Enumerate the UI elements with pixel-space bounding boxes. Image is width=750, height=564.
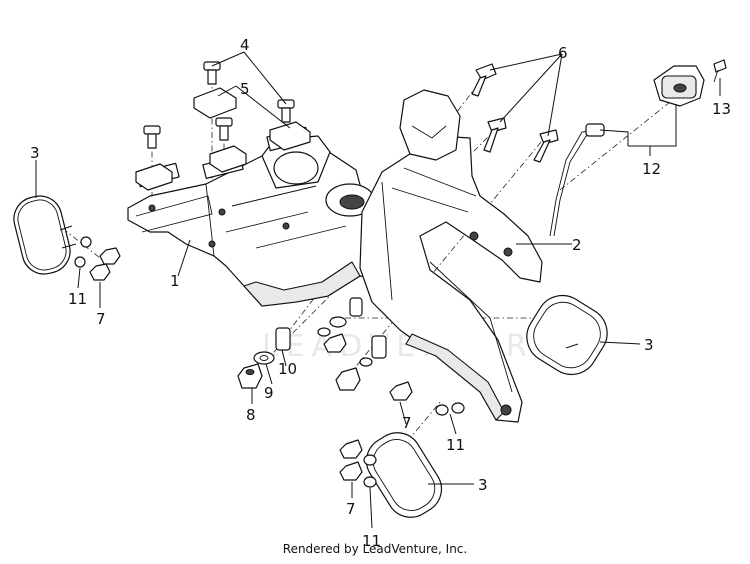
nuts-washers-spacers — [74, 236, 465, 488]
callout-8: 8 — [246, 406, 256, 424]
reflector-right — [526, 294, 608, 376]
callout-numbers: 1 2 3 3 3 4 5 6 7 7 7 8 9 10 11 11 11 12… — [30, 36, 731, 550]
callout-11-middle: 11 — [446, 436, 465, 454]
callout-4: 4 — [240, 36, 250, 54]
callout-1: 1 — [170, 272, 180, 290]
callout-11-left: 11 — [68, 290, 87, 308]
leader-lines — [35, 51, 721, 529]
tail-light-support-arm — [359, 89, 543, 423]
reflector-left — [13, 195, 77, 275]
callout-10: 10 — [278, 360, 297, 378]
callout-5: 5 — [240, 80, 250, 98]
callout-2: 2 — [572, 236, 582, 254]
callout-7-middle: 7 — [402, 414, 412, 432]
callout-3-left: 3 — [30, 144, 40, 162]
callout-7-left: 7 — [96, 310, 106, 328]
bolts — [471, 63, 559, 163]
tail-light-screw — [713, 59, 727, 83]
callout-7-bottom: 7 — [346, 500, 356, 518]
callout-12: 12 — [642, 160, 661, 178]
reflector-bottom — [365, 432, 443, 518]
callout-3-right: 3 — [644, 336, 654, 354]
callout-3-bottom: 3 — [478, 476, 488, 494]
callout-9: 9 — [264, 384, 274, 402]
screws-and-clip-nuts — [135, 61, 311, 191]
footer-credit: Rendered by LeadVenture, Inc. — [282, 542, 468, 556]
callout-13: 13 — [712, 100, 731, 118]
callout-6: 6 — [558, 44, 568, 62]
tail-light-assembly — [549, 65, 705, 237]
callout-11-bottom: 11 — [362, 532, 381, 550]
